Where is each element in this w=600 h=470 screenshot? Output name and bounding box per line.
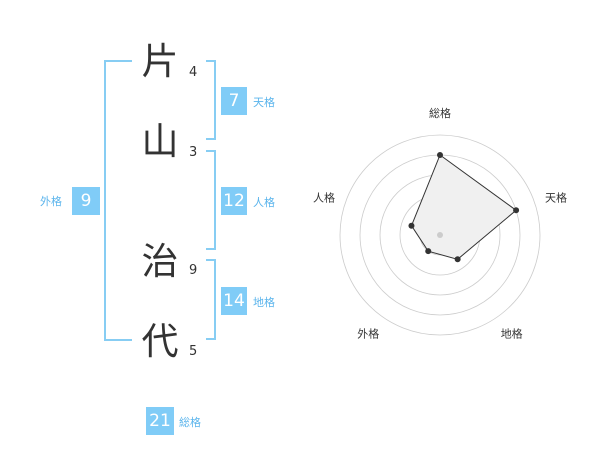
name-char-2: 山 bbox=[141, 120, 179, 163]
name-char-3: 治 bbox=[141, 240, 179, 283]
radar-point-2 bbox=[513, 207, 520, 214]
radar-center-point bbox=[437, 232, 443, 238]
tenkaku-bracket bbox=[206, 60, 216, 140]
chikaku-label: 地格 bbox=[253, 296, 275, 309]
stroke-count-3: 9 bbox=[189, 263, 198, 278]
name-char-4: 代 bbox=[141, 320, 179, 363]
soukaku-label: 総格 bbox=[179, 416, 201, 429]
radar-axis-label-1: 総格 bbox=[429, 106, 451, 120]
tenkaku-label: 天格 bbox=[253, 96, 275, 109]
gaikaku-bracket bbox=[104, 60, 132, 341]
radar-axis-label-2: 天格 bbox=[545, 190, 567, 204]
radar-ring bbox=[339, 134, 541, 336]
name-char-1: 片 bbox=[141, 40, 179, 83]
radar-point-1 bbox=[437, 152, 443, 158]
jinkaku-bracket bbox=[206, 150, 216, 250]
radar-axis-label-3: 地格 bbox=[501, 327, 523, 341]
jinkaku-label: 人格 bbox=[253, 196, 275, 209]
radar-area bbox=[410, 154, 517, 260]
stroke-count-2: 3 bbox=[189, 145, 198, 160]
jinkaku-badge: 12 bbox=[221, 187, 247, 215]
radar-axis-label-5: 人格 bbox=[313, 190, 335, 204]
radar-point-3 bbox=[454, 256, 461, 263]
radar-point-4 bbox=[425, 248, 432, 255]
soukaku-badge: 21 bbox=[146, 407, 174, 435]
gaikaku-label: 外格 bbox=[40, 195, 62, 208]
radar-axis-label-4: 外格 bbox=[357, 327, 379, 341]
tenkaku-badge: 7 bbox=[221, 87, 247, 115]
gaikaku-badge: 9 bbox=[72, 187, 100, 215]
stroke-count-1: 4 bbox=[189, 65, 198, 80]
chikaku-bracket bbox=[206, 259, 216, 340]
radar-point-5 bbox=[408, 222, 415, 229]
chikaku-badge: 14 bbox=[221, 287, 247, 315]
stroke-count-4: 5 bbox=[189, 344, 198, 359]
